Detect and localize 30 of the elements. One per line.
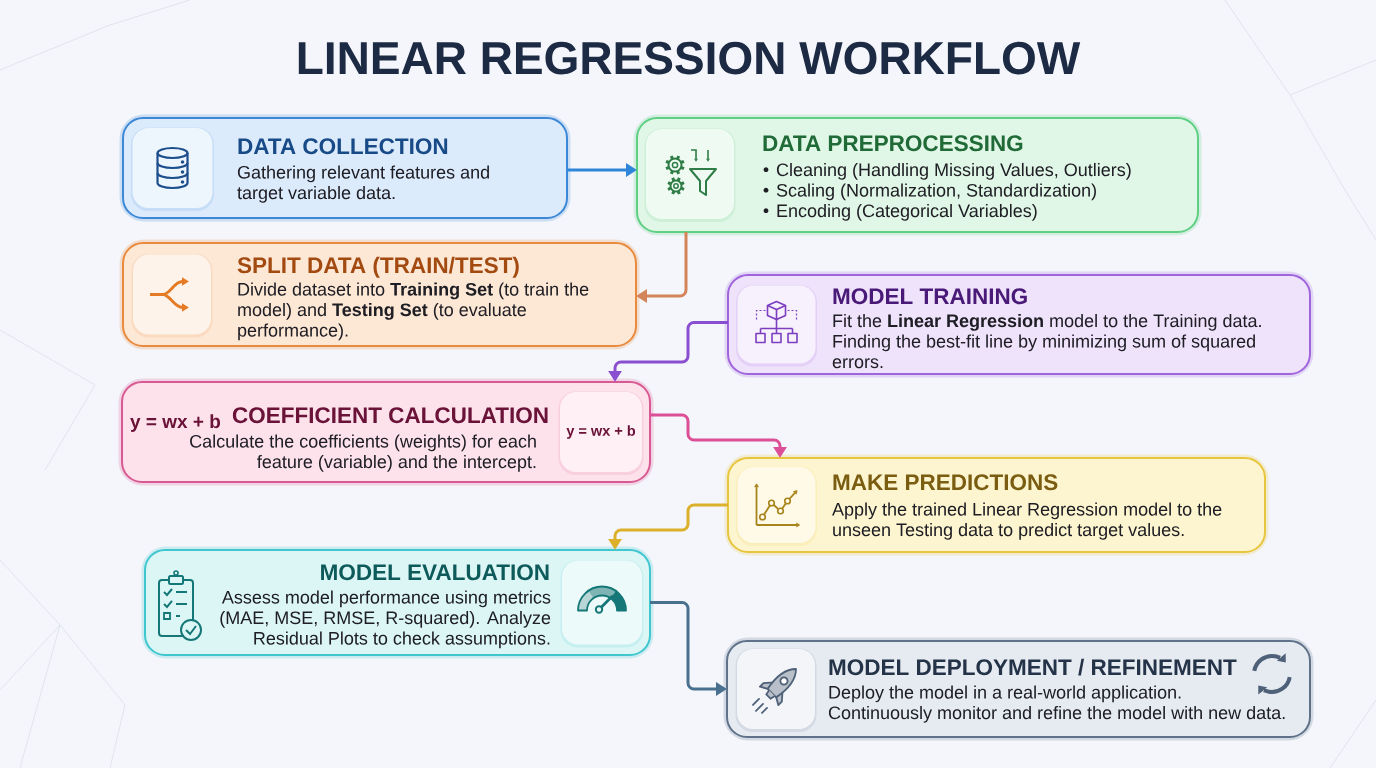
step-box xyxy=(119,239,640,350)
formula-text: y = wx + b xyxy=(130,414,221,432)
diagram-title: LINEAR REGRESSION WORKFLOW xyxy=(298,41,1081,75)
step-description: Continuously monitor and refine the model with new data. xyxy=(828,705,1285,723)
step-box xyxy=(118,378,654,486)
bullet-item: Cleaning (Handling Missing Values, Outliers) xyxy=(776,162,1131,180)
formula-tile: y = wx + b xyxy=(558,391,644,475)
step-title: DATA PREPROCESSING xyxy=(763,135,1023,152)
step-title: MODEL EVALUATION xyxy=(321,564,549,581)
step-box xyxy=(141,546,654,659)
step-box xyxy=(119,114,571,222)
step-title: SPLIT DATA (TRAIN/TEST) xyxy=(237,256,519,278)
step-description: Assess model performance using metrics (MAE, MSE, RMSE, R-squared). Analyze Residual Plots to check assumptions. xyxy=(220,590,551,649)
step-description: Fit the Linear Regression model to the Training data. Finding the best-fit line by minimizing sum of squared errors. xyxy=(832,313,1261,369)
step-box xyxy=(633,114,1202,236)
step-box xyxy=(724,454,1269,556)
step-box xyxy=(723,637,1314,741)
step-description: Deploy the model in a real-world application. xyxy=(829,685,1181,703)
step-box xyxy=(724,271,1314,378)
step-description: Gathering relevant features and target variable data. xyxy=(237,165,489,203)
step-title: COEFFICIENT CALCULATION xyxy=(232,407,548,424)
step-title: MAKE PREDICTIONS xyxy=(833,474,1058,491)
step-description: Apply the trained Linear Regression model to the unseen Testing data to predict target values. xyxy=(832,502,1222,540)
step-description: Calculate the coefficients (weights) for each feature (variable) and the intercept. xyxy=(190,434,536,472)
bullet-item: Scaling (Normalization, Standardization) xyxy=(776,183,1096,201)
bullet-item: Encoding (Categorical Variables) xyxy=(777,203,1037,221)
step-title: MODEL DEPLOYMENT / REFINEMENT xyxy=(829,658,1237,676)
step-description: Divide dataset into Training Set (to train the model) and Testing Set (to evaluate performance). xyxy=(238,282,589,341)
step-title: DATA COLLECTION xyxy=(238,138,448,155)
step-title: MODEL TRAINING xyxy=(833,288,1027,305)
